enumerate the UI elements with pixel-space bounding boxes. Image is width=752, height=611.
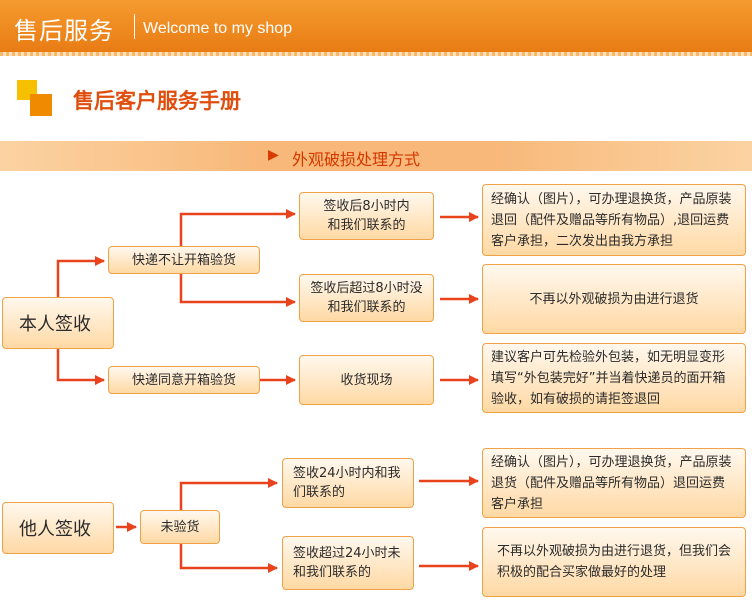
section-bar — [0, 141, 752, 171]
node-over-8h: 签收后超过8小时没和我们联系的 — [299, 274, 434, 322]
header-divider — [134, 14, 135, 39]
arrow-noopen-to-within8 — [179, 209, 296, 246]
header-bar: 售后服务 Welcome to my shop — [0, 0, 752, 52]
section-title: 外观破损处理方式 — [292, 150, 421, 169]
welcome-text: Welcome to my shop — [143, 20, 293, 37]
arrow-notinspected-to-over24 — [179, 544, 278, 573]
arrow-notinspected-to-within24 — [179, 478, 278, 510]
node-on-site: 收货现场 — [299, 355, 434, 405]
node-not-inspected: 未验货 — [140, 510, 220, 544]
node-result-refuse-2: 不再以外观破损为由进行退货，但我们会积极的配合买家做最好的处理 — [482, 527, 746, 597]
node-agree-open: 快递同意开箱验货 — [108, 366, 260, 394]
page-title: 售后客户服务手册 — [73, 89, 241, 113]
arrow-self-to-agreeopen — [56, 349, 105, 385]
node-over-24h: 签收超过24小时未和我们联系的 — [282, 536, 414, 590]
node-self-sign: 本人签收 — [2, 297, 114, 349]
node-other-sign: 他人签收 — [2, 502, 114, 554]
logo-square-accent-icon — [30, 94, 52, 116]
node-within-24h: 签收24小时内和我们联系的 — [282, 458, 414, 508]
node-within-8h: 签收后8小时内和我们联系的 — [299, 192, 434, 240]
triangle-right-icon: ▶ — [268, 147, 279, 163]
node-result-refuse-1: 不再以外观破损为由进行退货 — [482, 264, 746, 334]
header-trim — [0, 52, 752, 56]
node-result-exchange-1: 经确认（图片），可办理退换货，产品原装退回（配件及赠品等所有物品）,退回运费客户… — [482, 184, 746, 256]
brand-title: 售后服务 — [14, 17, 114, 45]
node-result-inspect: 建议客户可先检验外包装，如无明显变形填写“外包装完好”并当着快递员的面开箱验收，… — [482, 343, 746, 413]
arrow-noopen-to-over8 — [179, 274, 296, 307]
arrow-self-to-noopen — [56, 256, 105, 297]
node-result-exchange-2: 经确认（图片），可办理退换货，产品原装退货（配件及赠品等所有物品）退回运费客户承… — [482, 448, 746, 518]
node-no-open: 快递不让开箱验货 — [108, 246, 260, 274]
